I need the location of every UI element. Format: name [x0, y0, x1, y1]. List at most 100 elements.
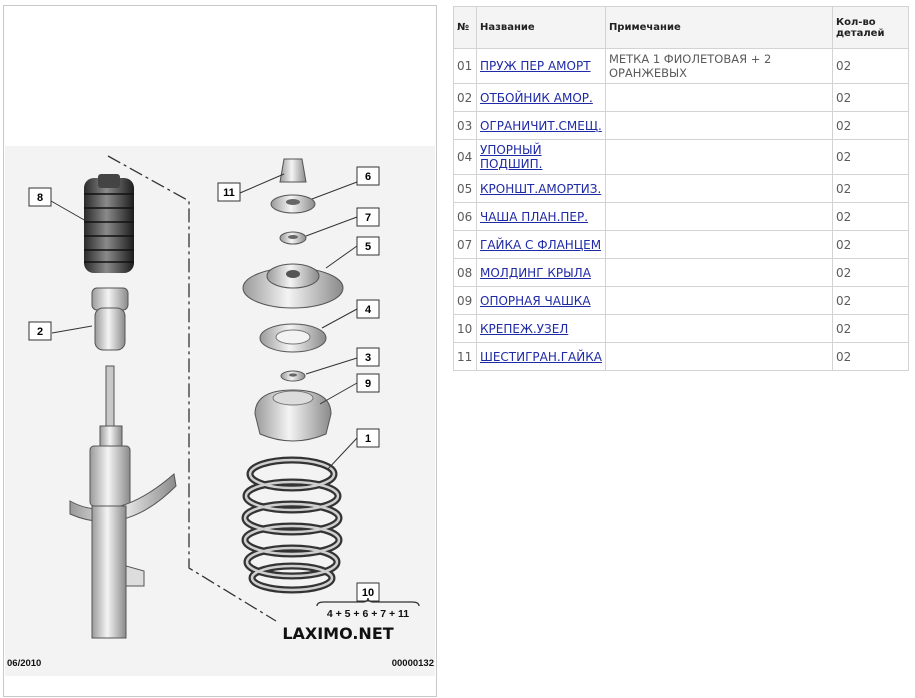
- svg-text:8: 8: [37, 192, 43, 204]
- row-quantity: 02: [831, 258, 909, 287]
- limiter-part: [280, 370, 306, 382]
- flanged-nut-part: [279, 231, 307, 245]
- svg-text:3: 3: [365, 352, 371, 364]
- callout-10: 10: [356, 582, 380, 602]
- leader-lines: [50, 173, 358, 471]
- table-row: 02 ОТБОЙНИК АМОР. 02: [453, 83, 909, 112]
- callout-5: 5: [356, 236, 380, 256]
- table-row: 04 УПОРНЫЙ ПОДШИП. 02: [453, 139, 909, 175]
- table-row: 09 ОПОРНАЯ ЧАШКА 02: [453, 286, 909, 315]
- guide-lines: [107, 155, 277, 622]
- parts-diagram-panel: 8 2 11 6 7 5 4 3 9 1 10 4 + 5 + 6 + 7 + …: [3, 5, 437, 697]
- part-link[interactable]: ПРУЖ ПЕР АМОРТ: [480, 59, 591, 73]
- svg-text:4: 4: [365, 304, 372, 316]
- table-row: 07 ГАЙКА С ФЛАНЦЕМ 02: [453, 230, 909, 259]
- part-link[interactable]: ГАЙКА С ФЛАНЦЕМ: [480, 237, 602, 252]
- row-note: [604, 286, 833, 315]
- bump-stop-part: [91, 287, 129, 351]
- strut-mount-part: [242, 263, 344, 309]
- table-header-row: № Название Примечание Кол-во деталей: [453, 6, 909, 49]
- watermark: LAXIMO.NET: [282, 624, 393, 643]
- svg-text:9: 9: [365, 378, 371, 390]
- row-quantity: 02: [831, 83, 909, 112]
- bearing-part: [259, 323, 327, 353]
- row-note: [604, 230, 833, 259]
- row-number: 11: [453, 342, 477, 371]
- row-note: [604, 202, 833, 231]
- table-row: 06 ЧАША ПЛАН.ПЕР. 02: [453, 202, 909, 231]
- part-link[interactable]: КРЕПЕЖ.УЗЕЛ: [480, 321, 569, 336]
- svg-text:6: 6: [365, 171, 371, 183]
- row-number: 10: [453, 314, 477, 343]
- table-row: 03 ОГРАНИЧИТ.СМЕЩ. 02: [453, 111, 909, 140]
- row-quantity: 02: [831, 202, 909, 231]
- part-link[interactable]: ОПОРНАЯ ЧАШКА: [480, 293, 591, 308]
- part-link[interactable]: КРОНШТ.АМОРТИЗ.: [480, 181, 602, 196]
- row-note: [604, 83, 833, 112]
- svg-text:11: 11: [223, 187, 235, 199]
- svg-text:10: 10: [362, 587, 374, 599]
- image-code: 00000132: [392, 658, 434, 669]
- part-link[interactable]: ЧАША ПЛАН.ПЕР.: [480, 209, 589, 224]
- row-number: 02: [453, 83, 477, 112]
- row-quantity: 02: [831, 174, 909, 203]
- svg-text:1: 1: [365, 433, 371, 445]
- row-note: МЕТКА 1 ФИОЛЕТОВАЯ + 2 ОРАНЖЕВЫХ: [604, 48, 833, 84]
- row-quantity: 02: [831, 48, 909, 84]
- callout-4: 4: [356, 299, 380, 319]
- row-quantity: 02: [831, 342, 909, 371]
- row-number: 05: [453, 174, 477, 203]
- date-code: 06/2010: [7, 658, 41, 669]
- part-link[interactable]: ОГРАНИЧИТ.СМЕЩ.: [480, 118, 602, 133]
- row-number: 06: [453, 202, 477, 231]
- callout-8: 8: [28, 187, 52, 207]
- kit-brace: [316, 597, 420, 607]
- part-link[interactable]: МОЛДИНГ КРЫЛА: [480, 265, 591, 280]
- parts-table: № Название Примечание Кол-во деталей 01 …: [453, 6, 909, 371]
- row-quantity: 02: [831, 314, 909, 343]
- table-row: 05 КРОНШТ.АМОРТИЗ. 02: [453, 174, 909, 203]
- boot-part: [84, 174, 134, 273]
- callout-1: 1: [356, 428, 380, 448]
- header-quantity: Кол-во деталей: [831, 6, 909, 49]
- table-row: 10 КРЕПЕЖ.УЗЕЛ 02: [453, 314, 909, 343]
- part-link[interactable]: УПОРНЫЙ ПОДШИП.: [480, 143, 543, 171]
- row-note: [604, 139, 833, 175]
- cup-part: [270, 194, 316, 214]
- callout-6: 6: [356, 166, 380, 186]
- header-name: Название: [476, 6, 606, 49]
- callout-9: 9: [356, 373, 380, 393]
- callout-7: 7: [356, 207, 380, 227]
- callout-3: 3: [356, 347, 380, 367]
- row-number: 09: [453, 286, 477, 315]
- table-row: 11 ШЕСТИГРАН.ГАЙКА 02: [453, 342, 909, 371]
- row-number: 03: [453, 111, 477, 140]
- row-number: 01: [453, 48, 477, 84]
- svg-text:5: 5: [365, 241, 371, 253]
- svg-text:7: 7: [365, 212, 371, 224]
- row-quantity: 02: [831, 230, 909, 259]
- strut-part: [69, 365, 177, 639]
- part-link[interactable]: ОТБОЙНИК АМОР.: [480, 90, 593, 105]
- callout-2: 2: [28, 321, 52, 341]
- svg-text:2: 2: [37, 326, 43, 338]
- table-row: 01 ПРУЖ ПЕР АМОРТ МЕТКА 1 ФИОЛЕТОВАЯ + 2…: [453, 48, 909, 84]
- row-note: [604, 314, 833, 343]
- row-number: 07: [453, 230, 477, 259]
- coil-spring-highlight: [243, 458, 341, 592]
- table-row: 08 МОЛДИНГ КРЫЛА 02: [453, 258, 909, 287]
- spring-seat-part: [254, 389, 332, 442]
- row-note: [604, 174, 833, 203]
- row-note: [604, 111, 833, 140]
- row-number: 08: [453, 258, 477, 287]
- row-note: [604, 342, 833, 371]
- row-number: 04: [453, 139, 477, 175]
- part-link[interactable]: ШЕСТИГРАН.ГАЙКА: [480, 349, 602, 364]
- kit-formula: 4 + 5 + 6 + 7 + 11: [327, 608, 409, 620]
- row-quantity: 02: [831, 286, 909, 315]
- hex-nut-part: [279, 158, 307, 183]
- suspension-exploded-diagram: 8 2 11 6 7 5 4 3 9 1 10 4 + 5 + 6 + 7 + …: [5, 146, 435, 676]
- row-quantity: 02: [831, 139, 909, 175]
- header-number: №: [453, 6, 477, 49]
- row-quantity: 02: [831, 111, 909, 140]
